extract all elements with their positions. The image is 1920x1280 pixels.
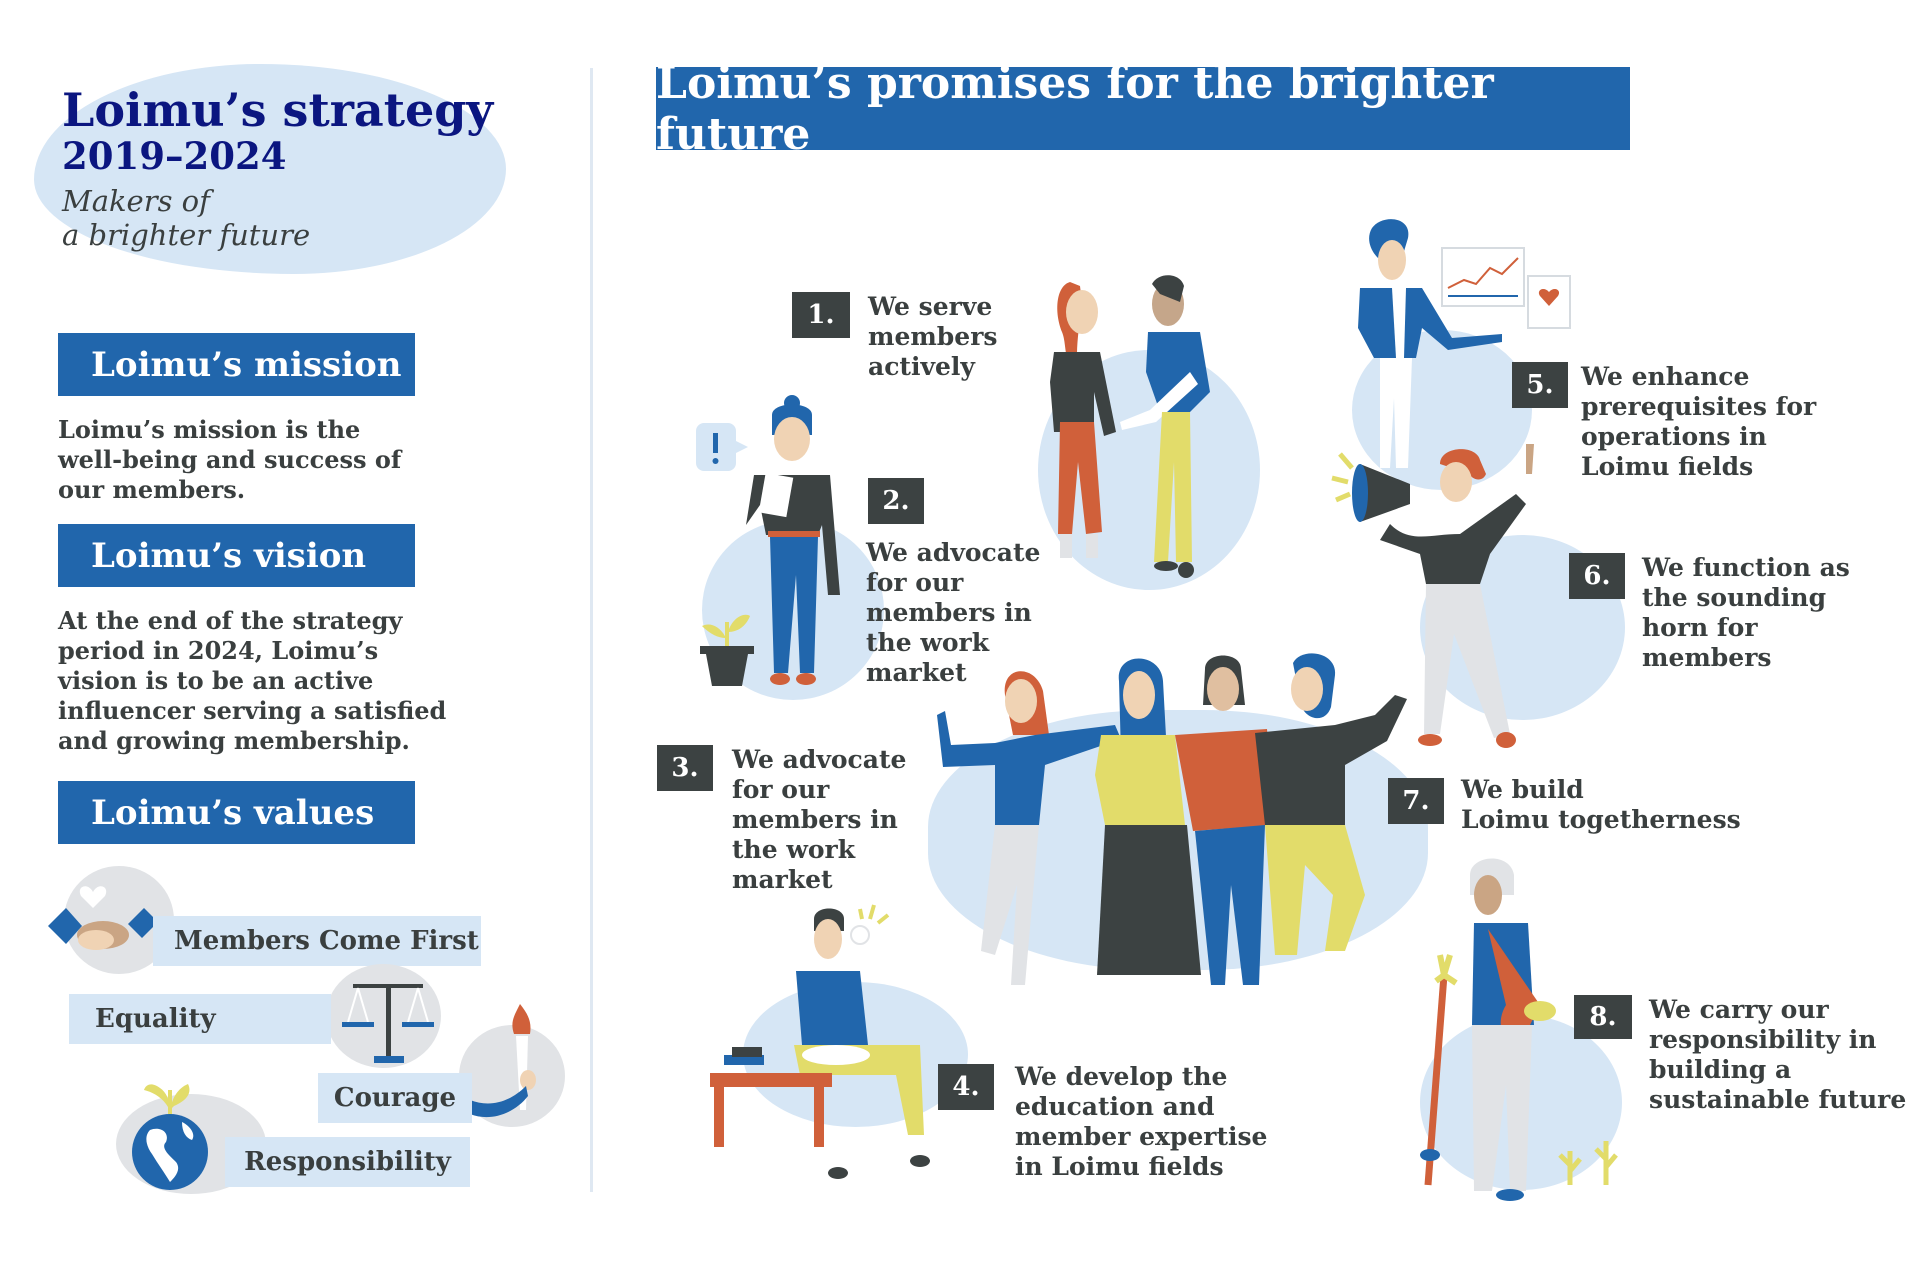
promise-text-4: We develop the education and member expe…: [1015, 1062, 1268, 1181]
advocate-woman-illustration: [746, 395, 840, 685]
promise-number-6: 6.: [1569, 553, 1625, 599]
value-bg-equality: [326, 964, 441, 1068]
vision-heading-text: Loimu’s vision: [91, 535, 367, 576]
mission-heading-text: Loimu’s mission: [91, 344, 402, 385]
value-label: Equality: [95, 1004, 216, 1034]
potted-plant-icon: [700, 614, 754, 686]
presenter-chart-illustration: [1358, 219, 1571, 468]
promise-text-6: We function as the sounding horn for mem…: [1642, 553, 1850, 672]
value-courage: Courage: [318, 1073, 472, 1123]
strategy-tagline: Makers of a brighter future: [62, 184, 311, 252]
promise-text-2: We advocate for our members in the work …: [866, 538, 1041, 687]
promise-text-5: We enhance prerequisites for operations …: [1581, 362, 1817, 481]
promises-banner-text: Loimu’s promises for the brighter future: [656, 57, 1494, 160]
value-responsibility: Responsibility: [225, 1137, 470, 1187]
values-heading-text: Loimu’s values: [91, 792, 375, 833]
promise-number-4: 4.: [938, 1064, 994, 1110]
promise-number-3: 3.: [657, 745, 713, 791]
torch-icon: [470, 1004, 536, 1118]
megaphone-woman-illustration: [1331, 444, 1534, 748]
strategy-years: 2019–2024: [62, 134, 287, 178]
promise-number-2: 2.: [868, 478, 924, 524]
values-heading: Loimu’s values: [58, 781, 415, 844]
page-title: Loimu’s strategy: [62, 83, 494, 137]
value-equality: Equality: [69, 994, 331, 1044]
mission-heading: Loimu’s mission: [58, 333, 415, 396]
promise-number: 5.: [1526, 370, 1554, 400]
promise-number: 4.: [952, 1072, 980, 1102]
value-label: Members Come First: [174, 926, 479, 956]
speech-bubble-exclamation-icon: [696, 423, 748, 471]
promise-number: 8.: [1589, 1002, 1617, 1032]
promise-text-7: We build Loimu togetherness: [1461, 775, 1741, 834]
promise-number: 7.: [1402, 786, 1430, 816]
promise-text-3: We advocate for our members in the work …: [732, 745, 907, 894]
handshake-heart-icon: [48, 886, 158, 950]
promise-number: 6.: [1583, 561, 1611, 591]
handshake-people-illustration: [1050, 275, 1210, 578]
promise-text-8: We carry our responsibility in building …: [1649, 995, 1907, 1114]
hiker-elder-illustration: [1420, 858, 1618, 1201]
group-togetherness-illustration: [937, 653, 1407, 985]
promise-number-7: 7.: [1388, 778, 1444, 824]
promise-number-8: 8.: [1574, 995, 1632, 1039]
studying-man-illustration: [710, 904, 930, 1179]
promise-number: 2.: [882, 486, 910, 516]
promises-banner: Loimu’s promises for the brighter future: [656, 58, 1630, 160]
vision-text: At the end of the strategy period in 202…: [58, 606, 447, 755]
promise-number: 3.: [671, 753, 699, 783]
globe-sprout-icon: [132, 1084, 208, 1190]
promise-number-1: 1.: [792, 292, 850, 338]
column-divider: [590, 68, 593, 1192]
value-label: Courage: [333, 1083, 457, 1113]
promise-text-1: We serve members actively: [868, 292, 998, 381]
value-label: Responsibility: [244, 1147, 451, 1177]
scales-icon: [342, 984, 434, 1063]
mission-text: Loimu’s mission is the well-being and su…: [58, 415, 402, 504]
title-blob: [34, 64, 506, 274]
promise-number-5: 5.: [1512, 362, 1568, 408]
promise-number: 1.: [807, 300, 835, 330]
value-members-come-first: Members Come First: [153, 916, 481, 966]
vision-heading: Loimu’s vision: [58, 524, 415, 587]
